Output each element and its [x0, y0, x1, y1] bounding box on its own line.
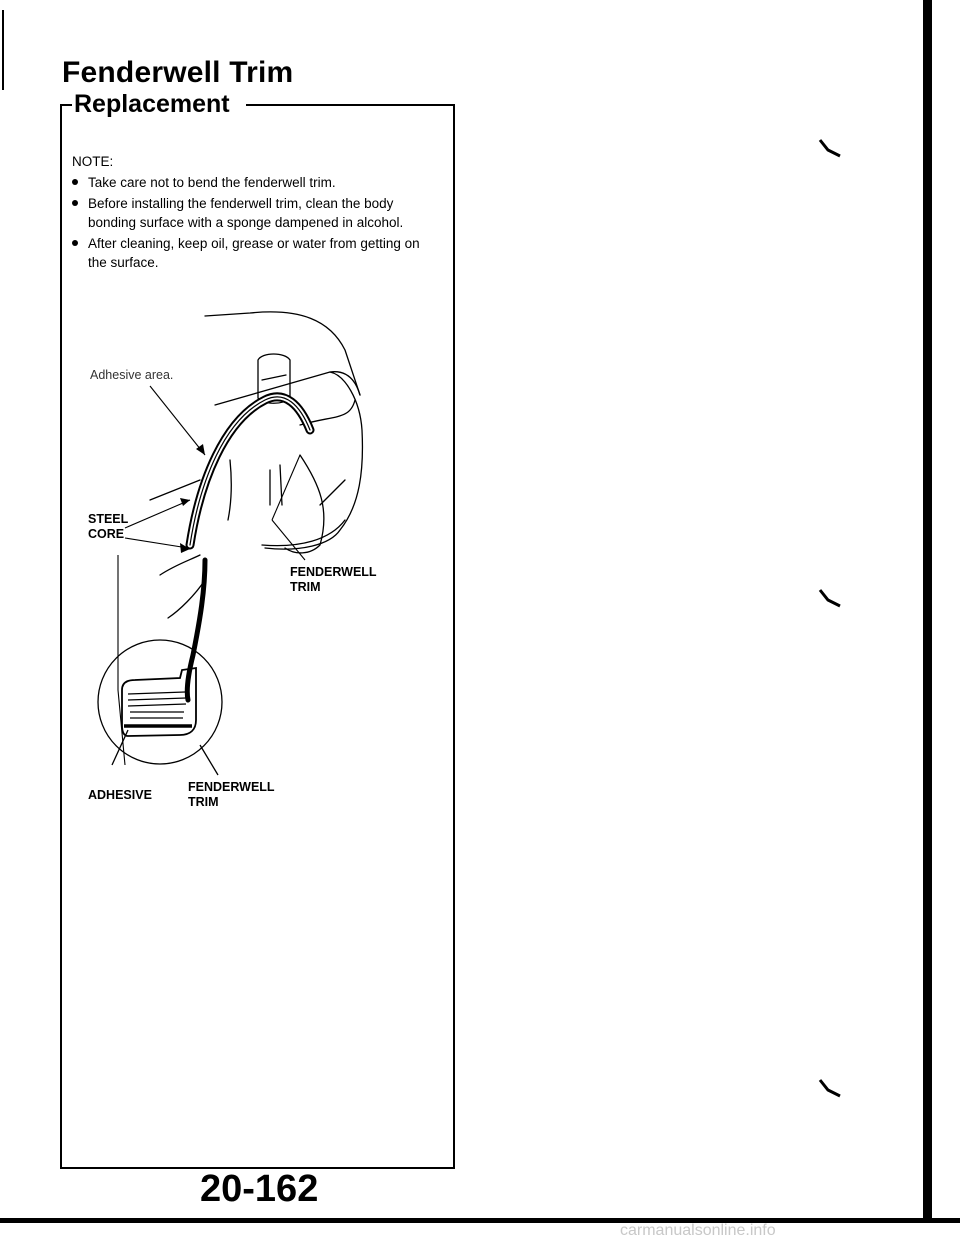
- fender-lower: [159, 554, 201, 576]
- arrow-adhesive-area: [196, 444, 205, 455]
- label-fenderwell-trim: FENDERWELL TRIM: [290, 565, 377, 595]
- arrow-steel-core: [180, 498, 190, 506]
- arrow-steel-core-2: [180, 543, 190, 553]
- body-roofline: [204, 311, 361, 396]
- scan-mark: [818, 589, 841, 608]
- label-fenderwell-trim-line2: TRIM: [290, 580, 321, 594]
- wheel-well-back: [284, 454, 325, 554]
- rear-panel: [264, 371, 364, 550]
- leader-adhesive-area: [149, 385, 206, 456]
- taillight-inner: [261, 374, 287, 381]
- side-line: [319, 479, 346, 506]
- trim-arch-core: [189, 396, 311, 546]
- page-edge-bar: [923, 0, 932, 1220]
- section-title: Replacement: [72, 90, 236, 119]
- note-item: After cleaning, keep oil, grease or wate…: [72, 234, 440, 272]
- note-heading: NOTE:: [72, 154, 114, 169]
- detail-circle: [97, 639, 223, 765]
- label-detail-fenderwell-trim: FENDERWELL TRIM: [188, 780, 275, 810]
- label-steel-core: STEEL CORE: [88, 512, 128, 542]
- content-frame: [60, 104, 455, 1169]
- leader-steel-core-1: [124, 499, 191, 529]
- page-bottom-bar: [0, 1218, 960, 1223]
- label-detail-trim-line2: TRIM: [188, 795, 219, 809]
- body-side: [149, 479, 201, 501]
- scan-mark: [818, 139, 841, 158]
- wheel-inner: [227, 459, 232, 521]
- leader-fenderwell-trim-2: [271, 454, 301, 521]
- note-item: Take care not to bend the fenderwell tri…: [72, 173, 440, 192]
- label-steel-core-line2: CORE: [88, 527, 125, 541]
- page-title: Fenderwell Trim: [62, 56, 294, 89]
- label-adhesive: ADHESIVE: [88, 788, 152, 802]
- note-block: NOTE: Take care not to bend the fenderwe…: [72, 152, 440, 274]
- leader-detail-trim: [199, 744, 219, 776]
- label-fenderwell-trim-line1: FENDERWELL: [290, 565, 377, 579]
- scan-mark: [818, 1079, 841, 1098]
- note-item: Before installing the fenderwell trim, c…: [72, 194, 440, 232]
- bumper: [261, 519, 346, 547]
- leader-steel-core-2: [124, 537, 189, 549]
- note-list: Take care not to bend the fenderwell tri…: [72, 173, 440, 272]
- frame-top-left: [60, 104, 72, 106]
- trim-tail: [184, 557, 208, 703]
- frame-top-right: [246, 104, 453, 106]
- leader-detail-adhesive: [111, 729, 129, 766]
- detail-core: [127, 691, 187, 719]
- leader-fenderwell-trim: [271, 519, 306, 561]
- label-steel-core-line1: STEEL: [88, 512, 129, 526]
- label-detail-trim-line1: FENDERWELL: [188, 780, 275, 794]
- left-edge-mark: [2, 10, 4, 90]
- page-number: 20-162: [200, 1168, 319, 1210]
- watermark: carmanualsonline.info: [620, 1222, 776, 1239]
- label-adhesive-area: Adhesive area.: [90, 368, 174, 382]
- detail-trim-outer: [121, 666, 197, 737]
